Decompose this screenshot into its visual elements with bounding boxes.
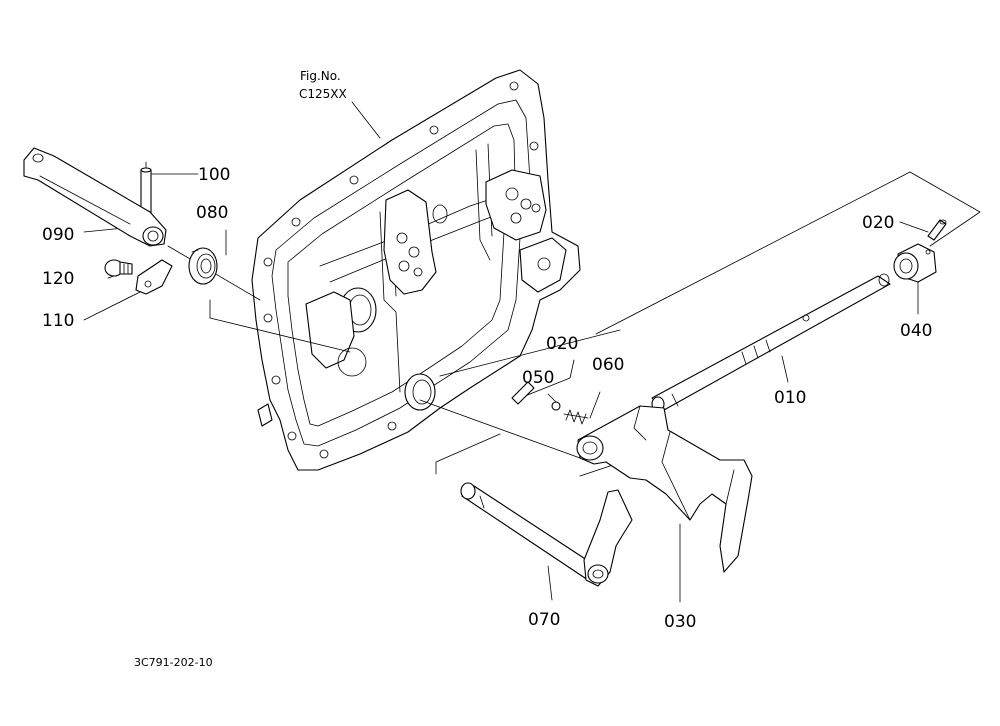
part-070-shift-shaft-arm	[460, 482, 633, 587]
part-120-bolt	[104, 259, 133, 277]
part-020-spring-pin-left	[511, 381, 535, 405]
fig-no-value: C125XX	[299, 87, 347, 101]
callout-020-left: 020	[546, 334, 578, 354]
part-080-oil-seal	[188, 247, 218, 285]
part-110-plate	[135, 259, 173, 295]
part-060-spring	[563, 409, 589, 425]
callout-090: 090	[42, 225, 74, 245]
part-090-lever-arm	[23, 147, 167, 247]
callout-040: 040	[900, 321, 932, 341]
callout-100: 100	[198, 165, 230, 185]
case-cover-housing	[251, 69, 581, 471]
fig-no-label: Fig.No.	[300, 69, 341, 83]
callout-050: 050	[522, 368, 554, 388]
callout-010: 010	[774, 388, 806, 408]
callout-120: 120	[42, 269, 74, 289]
drawing-code: 3C791-202-10	[134, 656, 213, 669]
part-callouts: 100 080 090 120 110 020 050 060 020 040 …	[42, 165, 932, 632]
callout-020-right: 020	[862, 213, 894, 233]
part-030-shift-fork	[576, 405, 753, 573]
part-050-ball	[551, 401, 561, 411]
callout-060: 060	[592, 355, 624, 375]
part-040-collar	[893, 243, 937, 283]
part-010-shift-rod	[651, 273, 891, 412]
callout-070: 070	[528, 610, 560, 630]
figure-number: Fig.No. C125XX	[299, 69, 347, 101]
callout-080: 080	[196, 203, 228, 223]
callout-030: 030	[664, 612, 696, 632]
part-020-spring-pin-right	[927, 219, 947, 241]
callout-110: 110	[42, 311, 74, 331]
